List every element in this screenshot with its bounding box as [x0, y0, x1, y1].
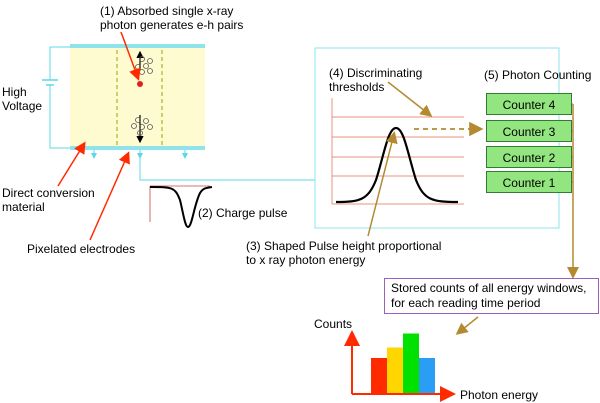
charge-pulse — [149, 185, 213, 229]
histogram-bar — [419, 358, 435, 393]
top-electrode — [70, 44, 205, 48]
photon-energy-axis-label: Photon energy — [460, 388, 539, 402]
histogram — [344, 330, 456, 402]
counter-connectors — [572, 103, 573, 183]
stored-counts-line1: Stored counts of all energy windows, — [391, 281, 587, 295]
counter-1: Counter 1 — [486, 171, 572, 193]
direct-conversion-label: Direct conversion material — [2, 186, 95, 214]
histogram-bar — [387, 347, 403, 393]
threshold-panel — [331, 98, 464, 205]
direct-conversion-line1: Direct conversion — [2, 186, 95, 200]
absorbed-photon-arrow — [120, 31, 141, 81]
counts-axis-label: Counts — [314, 317, 353, 331]
threshold-pointer-arrow — [387, 81, 433, 117]
high-voltage-circuit — [42, 46, 70, 149]
shaped-pulse-line2: to x ray photon energy — [246, 253, 366, 267]
absorbed-photon-label: (1) Absorbed single x-ray photon generat… — [100, 4, 243, 32]
detector — [70, 44, 205, 159]
pulse-height-arrow — [367, 131, 398, 237]
electron-hole-cluster-bottom — [131, 117, 153, 136]
high-voltage-line1: High — [2, 85, 27, 99]
pixelated-electrodes-arrow — [89, 151, 130, 241]
pixelated-electrodes-label: Pixelated electrodes — [27, 242, 136, 256]
photon-counting-label: (5) Photon Counting — [484, 68, 592, 82]
histogram-bar — [403, 333, 419, 393]
direct-conversion-arrow — [57, 141, 86, 187]
high-voltage-line2: Voltage — [2, 99, 43, 113]
thresholds-label: (4) Discriminating thresholds — [329, 66, 422, 94]
shaped-pulse — [335, 126, 459, 204]
charge-pulse-label: (2) Charge pulse — [198, 206, 288, 220]
histogram-bar — [371, 358, 387, 393]
direct-conversion-line2: material — [2, 200, 45, 214]
stored-counts-box: Stored counts of all energy windows, for… — [384, 278, 599, 314]
shaped-pulse-line1: (3) Shaped Pulse height proportional — [246, 239, 442, 253]
high-voltage-label: High Voltage — [2, 85, 42, 113]
counter-3: Counter 3 — [486, 120, 572, 142]
shaped-pulse-label: (3) Shaped Pulse height proportional to … — [246, 239, 441, 267]
signal-wire — [139, 158, 315, 181]
absorbed-photon-line2: photon generates e-h pairs — [100, 18, 244, 32]
storage-to-histogram-arrow — [455, 316, 479, 335]
absorbed-photon-line1: (1) Absorbed single x-ray — [100, 4, 234, 18]
counter-4: Counter 4 — [486, 93, 572, 115]
thresholds-line2: thresholds — [329, 80, 385, 94]
pixelated-electrodes — [70, 146, 205, 150]
stored-counts-line2: for each reading time period — [391, 296, 541, 310]
counter-2: Counter 2 — [486, 146, 572, 168]
thresholds-line1: (4) Discriminating — [329, 66, 423, 80]
absorption-point — [137, 81, 143, 87]
